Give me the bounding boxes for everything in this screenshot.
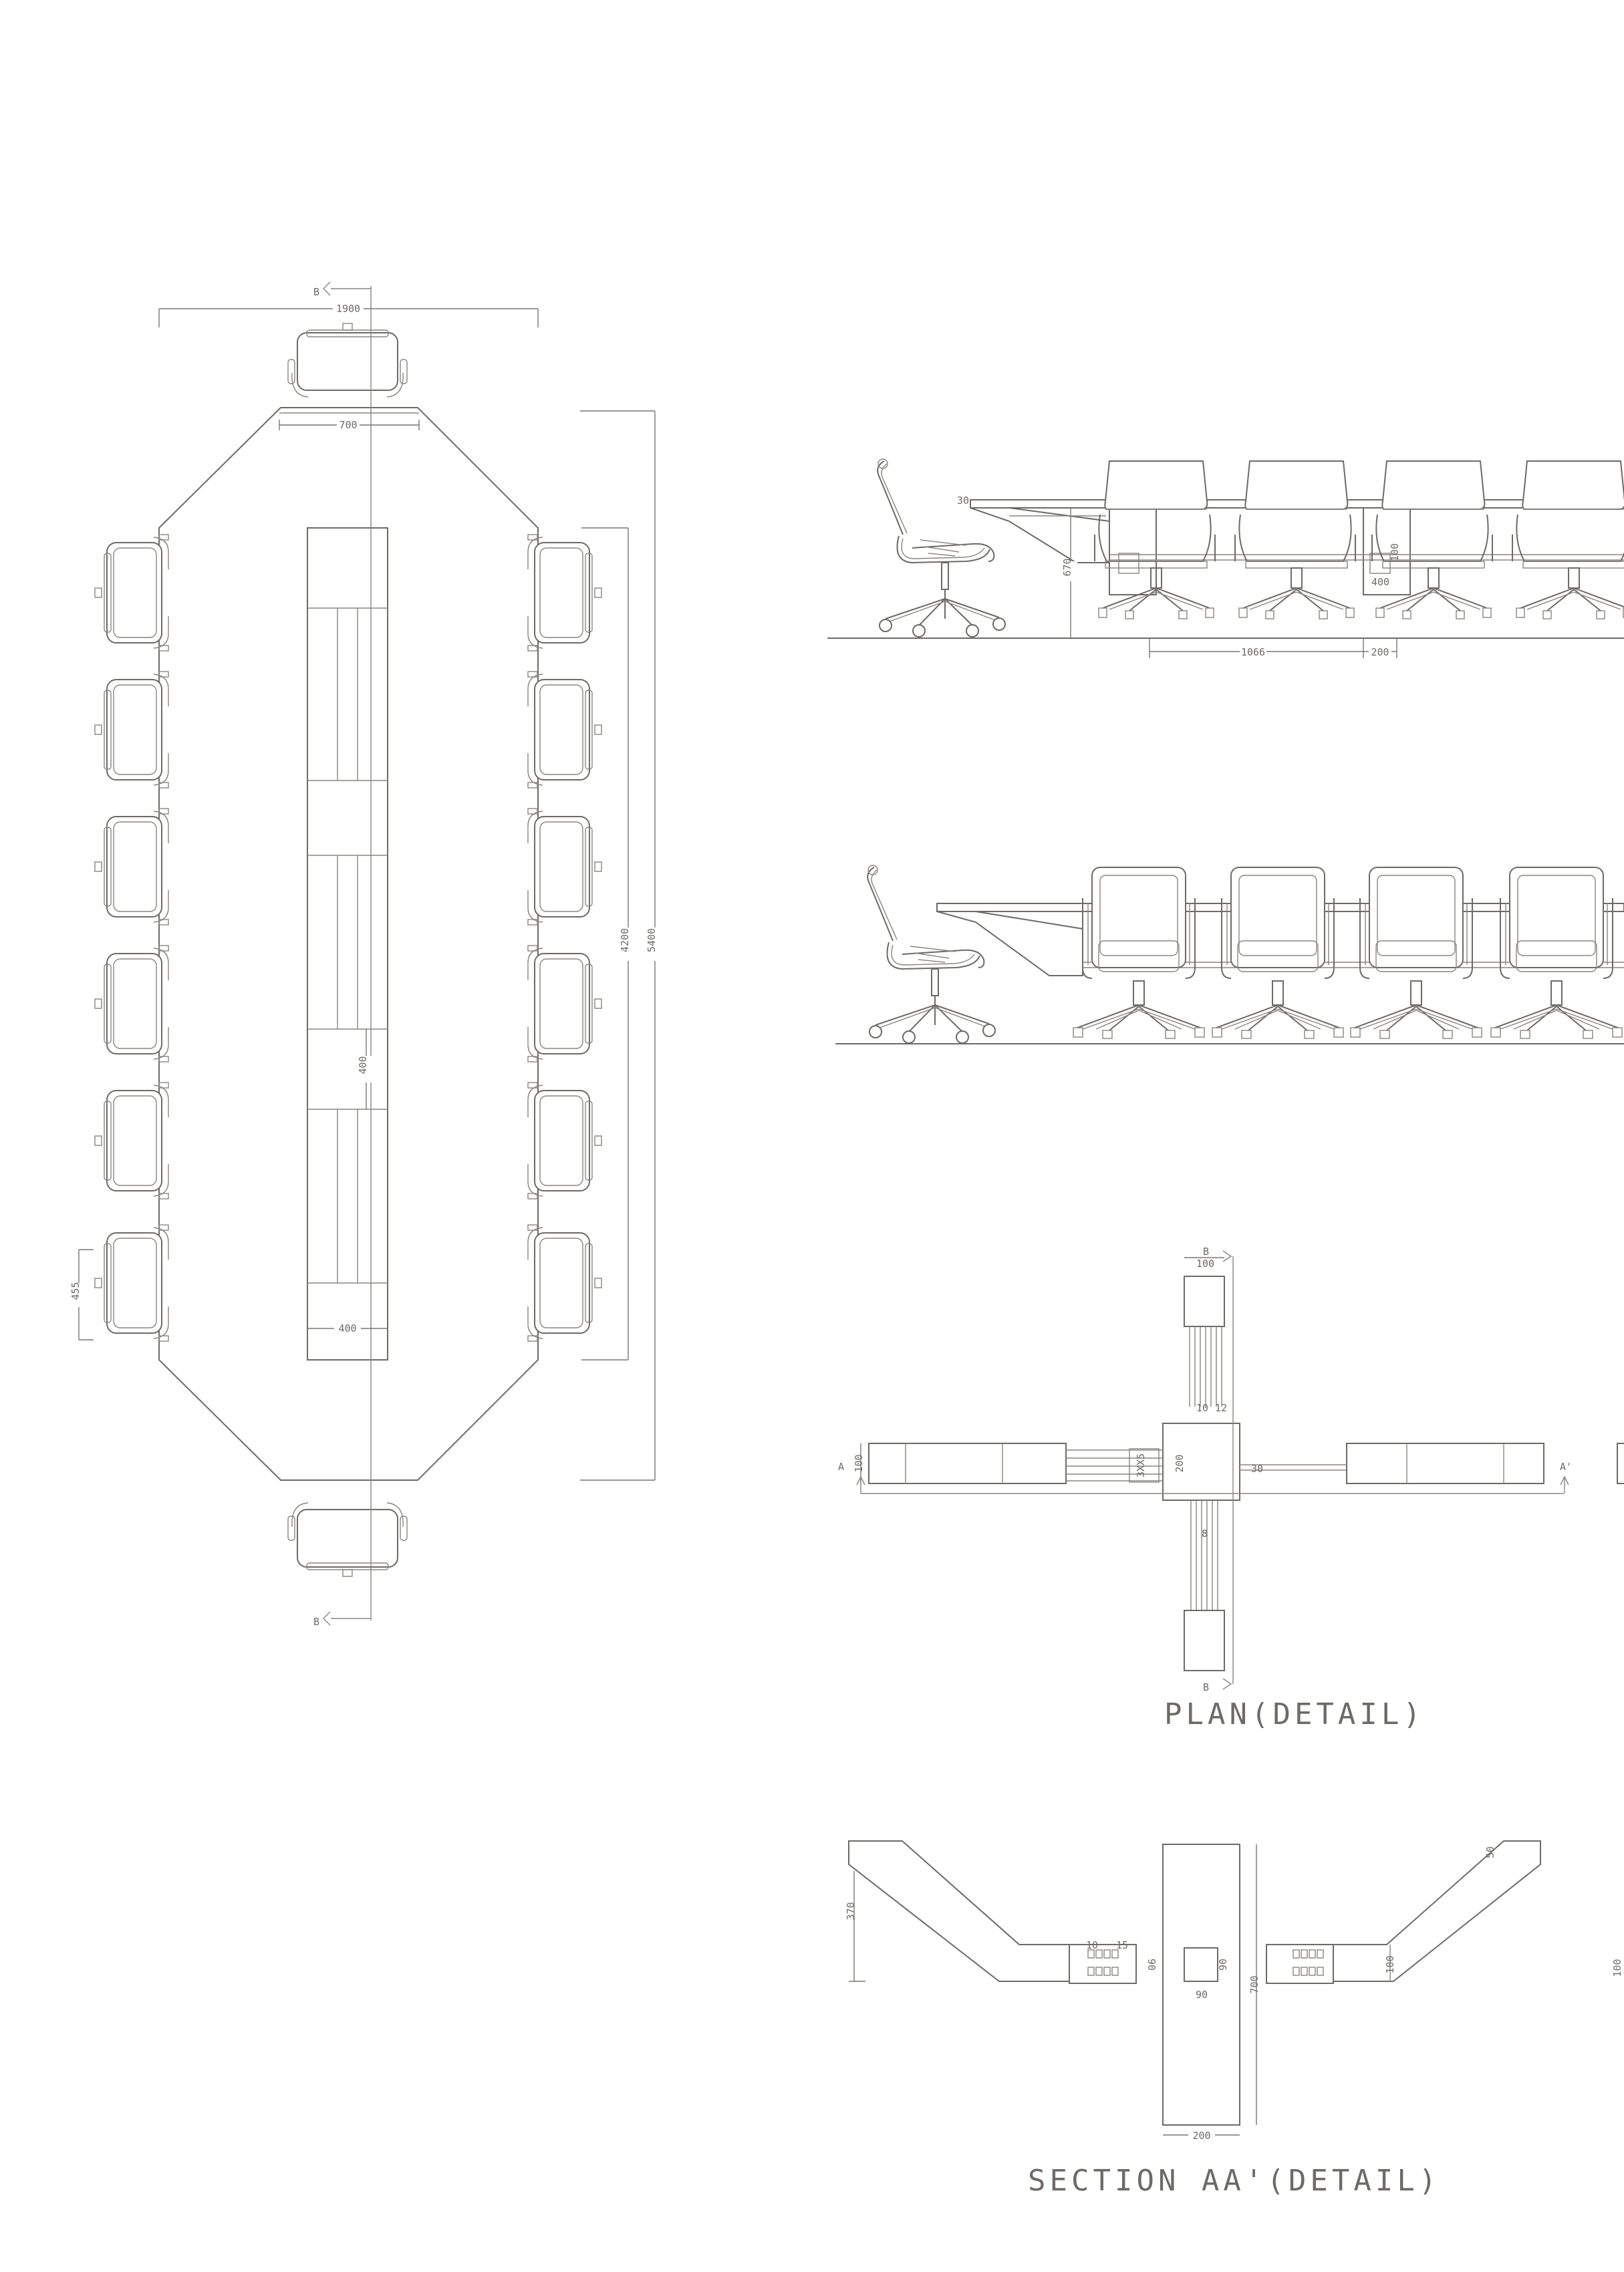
plan-detail-title: PLAN(DETAIL) <box>1164 1697 1425 1731</box>
dim-15: 15 <box>1116 1939 1128 1951</box>
dim-leg-200: 200 <box>1371 646 1389 658</box>
section-mark-a: A <box>838 1461 844 1473</box>
dim-length-5400: 5400 <box>646 928 658 952</box>
dim-90-b: 90 <box>1196 1989 1208 2001</box>
section-mark-a-prime: A' <box>1560 1461 1572 1473</box>
dim-center-200: 200 <box>1174 1454 1186 1472</box>
dim-90-a: 90 <box>1145 1959 1158 1971</box>
section-mark-b-detail-top: B <box>1203 1246 1209 1258</box>
elevation-side: 670 30 1066 200 400 100 <box>827 458 1624 658</box>
dim-head-700: 700 <box>339 419 357 431</box>
dim-12: 12 <box>1215 1402 1227 1414</box>
dim-height-670: 670 <box>1061 558 1073 576</box>
dim-10: 10 <box>1196 1402 1208 1414</box>
plan-detail: 100 10 12 200 3XX5 100 30 8 <box>838 1246 1624 1731</box>
dim-box-400: 400 <box>1371 576 1389 588</box>
dim-stack: 3XX5 <box>1135 1453 1147 1477</box>
dim-10-section: 10 <box>1086 1939 1098 1951</box>
section-mark-b-bottom: B <box>313 1616 319 1628</box>
section-mark-b-top: B <box>313 286 319 298</box>
dim-100-a: 100 <box>1384 1955 1396 1973</box>
dim-small-100: 100 <box>1389 543 1401 561</box>
section-detail: 10 15 90 370 90 90 700 200 100 50 100 SE… <box>845 1840 1623 2198</box>
dim-seat-455: 455 <box>70 1282 82 1300</box>
dim-span-1066: 1066 <box>1241 646 1265 658</box>
dim-50: 50 <box>1484 1846 1496 1858</box>
dim-90-c: 90 <box>1217 1959 1229 1971</box>
elevation-front <box>835 865 1624 1044</box>
cable-tray <box>307 527 388 1361</box>
dim-left-100: 100 <box>853 1454 865 1472</box>
dim-length-4200: 4200 <box>619 928 631 952</box>
dim-30: 30 <box>1251 1463 1263 1475</box>
dim-tray-inner-400: 400 <box>357 1056 369 1074</box>
dim-top-width-100: 100 <box>1196 1258 1214 1270</box>
dim-100-b: 100 <box>1611 1959 1623 1977</box>
section-mark-b-detail-bottom: B <box>1203 1681 1209 1693</box>
dim-tray-400: 400 <box>338 1322 356 1334</box>
section-detail-title: SECTION AA'(DETAIL) <box>1028 2164 1440 2198</box>
dim-width-1900: 1900 <box>336 303 360 315</box>
dim-370: 370 <box>845 1902 857 1920</box>
dim-top-30: 30 <box>957 494 969 507</box>
plan-view: B B 1900 700 4200 5400 455 <box>70 281 662 1628</box>
dim-200-section: 200 <box>1192 2130 1210 2142</box>
dim-8: 8 <box>1202 1528 1208 1540</box>
dim-700: 700 <box>1248 1975 1260 1993</box>
